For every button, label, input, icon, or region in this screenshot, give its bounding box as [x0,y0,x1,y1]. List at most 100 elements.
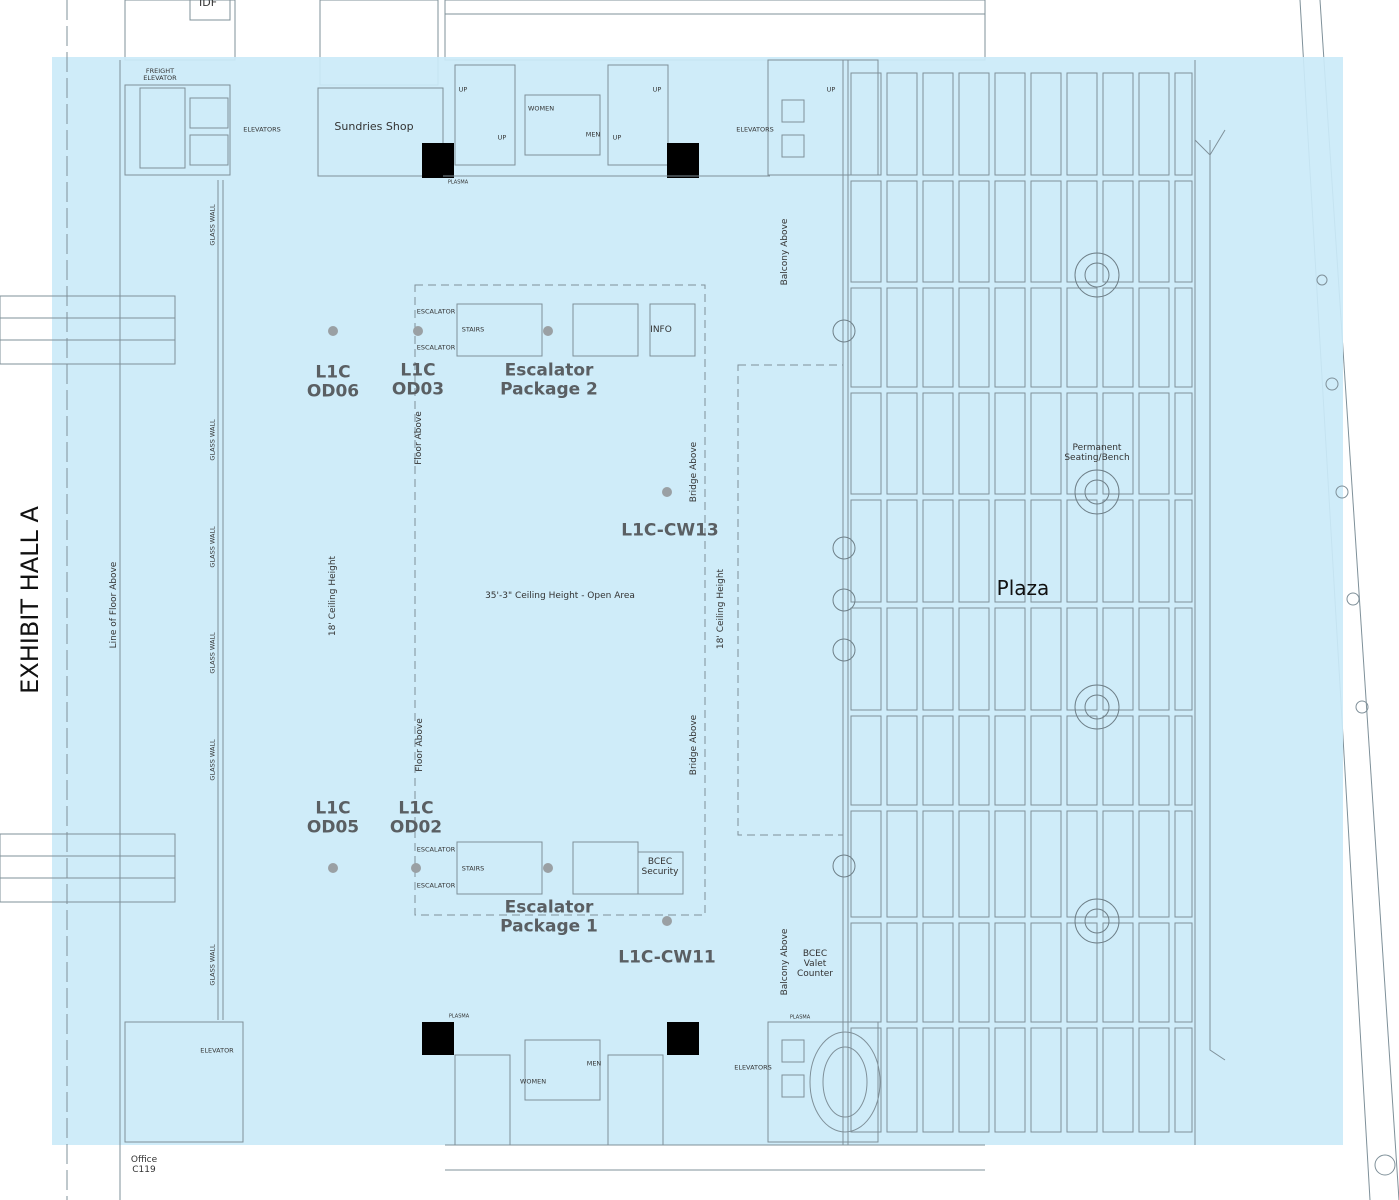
plaza-paver [1066,72,1098,176]
plaza-paver [958,72,990,176]
plaza-paver [1174,180,1193,283]
plaza-paver [1102,715,1134,806]
elevators-nw-label: ELEVATORS [243,125,281,134]
plaza-paver [886,715,918,806]
plaza-paver [1030,810,1062,918]
plaza-paver [1066,287,1098,388]
escalator-label: ESCALATOR [416,845,456,854]
plaza-paver [1138,922,1170,1023]
plasma-south-label: PLASMA [789,1014,811,1021]
plaza-paver [1030,715,1062,806]
freight-elevator-core [124,84,231,176]
plaza-paver [1138,72,1170,176]
plaza-paver [1030,392,1062,495]
plaza-paver [958,922,990,1023]
up-label: UP [652,85,662,94]
plaza-paver [922,607,954,711]
elevator-core-ne [767,59,879,176]
plaza-paver [1066,607,1098,711]
plaza-paver [958,1027,990,1133]
floor-above-label: Floor Above [414,411,425,465]
plaza-paver [994,499,1026,603]
plaza-paver [1030,499,1062,603]
plaza-paver [922,287,954,388]
plaza-paver [922,1027,954,1133]
bench-label: Permanent Seating/Bench [1064,443,1130,463]
plaza-paver [1102,1027,1134,1133]
plaza-paver [958,607,990,711]
info-label: INFO [650,325,672,336]
plaza-paver [922,715,954,806]
plaza-paver [922,922,954,1023]
plaza-paver [958,287,990,388]
plaza-paver [1174,72,1193,176]
up-label: UP [826,85,836,94]
plaza-paver [1138,715,1170,806]
column-markers [328,326,672,926]
glass-wall-label: GLASS WALL [208,739,217,781]
plaza-grid [850,72,1193,1133]
elevator-core-sw [124,1021,244,1143]
plaza-paver [886,287,918,388]
plaza-paver [1030,180,1062,283]
plaza-paver [994,715,1026,806]
exhibit-escalator-south [0,833,176,903]
plaza-paver [850,1027,882,1133]
plaza-paver [1138,499,1170,603]
exhibit-hall-a-label: EXHIBIT HALL A [15,506,44,694]
plaza-paver [994,810,1026,918]
plaza-paver [958,810,990,918]
highlight-area [52,57,1343,1145]
balcony-above-label: Balcony Above [780,218,791,286]
plaza-paver [886,1027,918,1133]
plaza-paver [994,72,1026,176]
men-north-label: MEN [585,130,601,139]
plaza-paver [1138,287,1170,388]
ceiling-height-label: 18' Ceiling Height [716,568,727,650]
balcony-above-label: Balcony Above [780,928,791,996]
men-south-label: MEN [586,1059,602,1068]
plaza-paver [1102,607,1134,711]
plaza-paver [994,1027,1026,1133]
plaza-paver [1066,392,1098,495]
plaza-paver [886,499,918,603]
glass-wall-label: GLASS WALL [208,526,217,568]
plaza-paver [1066,180,1098,283]
plaza-paver [886,607,918,711]
stairs-label: STAIRS [461,325,485,334]
plaza-paver [1174,287,1193,388]
plaza-paver [886,392,918,495]
zone-cw13-label: L1C-CW13 [621,520,719,541]
plaza-paver [958,715,990,806]
plaza-paver [850,810,882,918]
plaza-paver [886,180,918,283]
elevators-se-label: ELEVATORS [734,1063,772,1072]
escalator-package-2-label: Escalator Package 2 [500,360,598,399]
plaza-paver [994,287,1026,388]
up-label: UP [497,133,507,142]
bridge-above-label: Bridge Above [689,441,700,503]
plaza-paver [886,922,918,1023]
plaza-paver [1030,72,1062,176]
escalator-label: ESCALATOR [416,343,456,352]
escalator-package-1 [456,841,543,895]
plasma-north-label: PLASMA [447,179,469,186]
office-c119-label: Office C119 [130,1155,158,1175]
bridge-above-label: Bridge Above [689,714,700,776]
zone-od03-label: L1C OD03 [391,360,445,399]
plaza-paver [1102,392,1134,495]
plaza-paver [922,499,954,603]
plaza-paver [1066,499,1098,603]
idf-room [189,0,231,21]
security-label: BCEC Security [641,857,679,877]
sundries-shop-label: Sundries Shop [334,119,414,133]
elevators-ne-label: ELEVATORS [736,125,774,134]
plaza-paver [1138,607,1170,711]
plaza-label: Plaza [996,576,1050,600]
plaza-paver [958,392,990,495]
plaza-paver [994,922,1026,1023]
plaza-paver [1174,922,1193,1023]
plaza-paver [1174,715,1193,806]
plaza-paver [1138,392,1170,495]
zone-od05-label: L1C OD05 [306,798,360,837]
